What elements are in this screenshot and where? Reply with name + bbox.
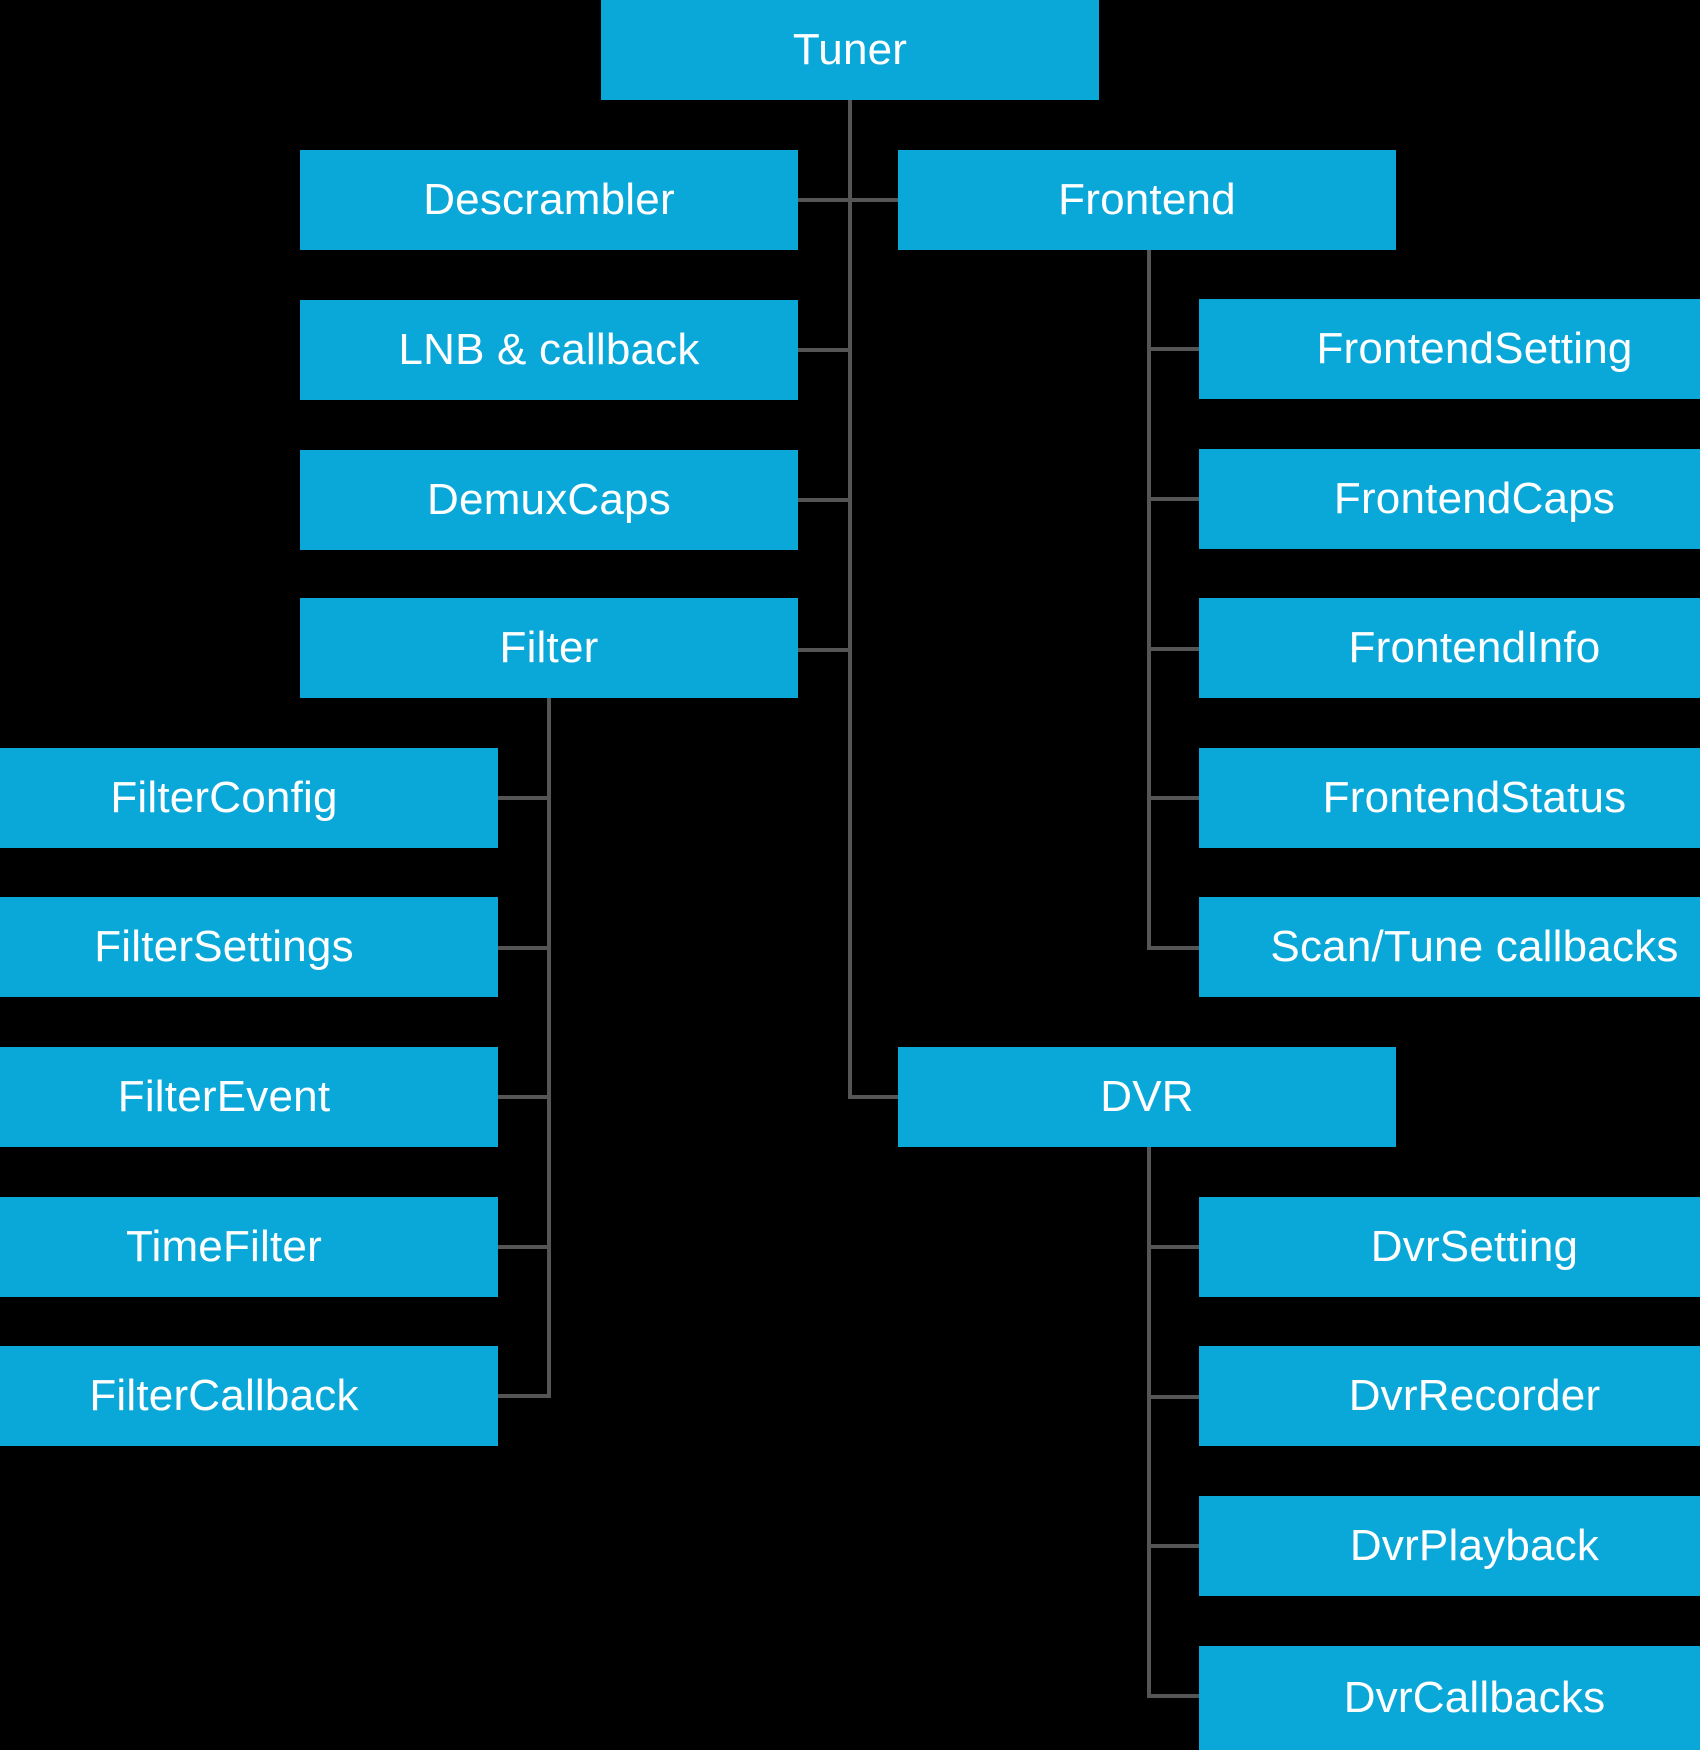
connector-dvr-dvrcallbacks (1147, 1694, 1203, 1698)
node-timefilter[interactable]: TimeFilter (0, 1197, 498, 1297)
connector-dvr-dvrplayback (1147, 1544, 1203, 1548)
connector-frontend-frontendcaps (1147, 497, 1203, 501)
connector-filter-filtersettings (497, 946, 551, 950)
connector-filter-timefilter (497, 1245, 551, 1249)
connector-tuner-lnb (798, 348, 850, 352)
node-frontend-label: Frontend (1058, 175, 1236, 224)
node-dvrsetting[interactable]: DvrSetting (1199, 1197, 1700, 1297)
node-filtersettings[interactable]: FilterSettings (0, 897, 498, 997)
connector-dvr-dvrrecorder (1147, 1395, 1203, 1399)
node-dvrrecorder[interactable]: DvrRecorder (1199, 1346, 1700, 1446)
node-scan-tune-callbacks[interactable]: Scan/Tune callbacks (1199, 897, 1700, 997)
node-frontendsetting[interactable]: FrontendSetting (1199, 299, 1700, 399)
node-filterconfig[interactable]: FilterConfig (0, 748, 498, 848)
node-frontendcaps-label: FrontendCaps (1333, 474, 1616, 523)
node-dvrcallbacks[interactable]: DvrCallbacks (1199, 1646, 1700, 1750)
node-dvrrecorder-label: DvrRecorder (1348, 1371, 1601, 1420)
node-dvrplayback-label: DvrPlayback (1349, 1521, 1600, 1570)
connector-tuner-trunk (848, 100, 852, 1099)
node-frontendcaps[interactable]: FrontendCaps (1199, 449, 1700, 549)
node-frontendinfo[interactable]: FrontendInfo (1199, 598, 1700, 698)
node-tuner-label: Tuner (792, 25, 908, 74)
connector-tuner-descrambler (798, 198, 850, 202)
node-dvrcallbacks-label: DvrCallbacks (1343, 1673, 1606, 1722)
connector-frontend-scantune (1147, 946, 1203, 950)
node-filter[interactable]: Filter (300, 598, 798, 698)
node-filtercallback[interactable]: FilterCallback (0, 1346, 498, 1446)
node-frontendinfo-label: FrontendInfo (1348, 623, 1601, 672)
node-descrambler[interactable]: Descrambler (300, 150, 798, 250)
connector-filter-filterevent (497, 1095, 551, 1099)
node-dvr-label: DVR (1100, 1072, 1194, 1121)
connector-tuner-frontend (848, 198, 902, 202)
node-filter-label: Filter (499, 623, 599, 672)
connector-tuner-demuxcaps (798, 498, 850, 502)
connector-filter-filtercallback (497, 1394, 551, 1398)
node-frontendstatus-label: FrontendStatus (1322, 773, 1627, 822)
connector-filter-trunk (547, 698, 551, 1398)
connector-dvr-trunk (1147, 1147, 1151, 1697)
node-filterevent[interactable]: FilterEvent (0, 1047, 498, 1147)
node-lnb-callback[interactable]: LNB & callback (300, 300, 798, 400)
connector-filter-filterconfig (497, 796, 551, 800)
connector-dvr-dvrsetting (1147, 1245, 1203, 1249)
node-descrambler-label: Descrambler (423, 175, 675, 224)
node-dvrplayback[interactable]: DvrPlayback (1199, 1496, 1700, 1596)
node-filterevent-label: FilterEvent (117, 1072, 331, 1121)
node-timefilter-label: TimeFilter (126, 1222, 322, 1271)
node-dvrsetting-label: DvrSetting (1370, 1222, 1579, 1271)
node-frontend[interactable]: Frontend (898, 150, 1396, 250)
connector-tuner-filter (798, 648, 850, 652)
node-frontendsetting-label: FrontendSetting (1316, 324, 1633, 373)
connector-frontend-frontendstatus (1147, 796, 1203, 800)
connector-frontend-frontendsetting (1147, 347, 1203, 351)
node-lnb-callback-label: LNB & callback (398, 325, 700, 374)
node-tuner[interactable]: Tuner (601, 0, 1099, 100)
node-frontendstatus[interactable]: FrontendStatus (1199, 748, 1700, 848)
node-filtercallback-label: FilterCallback (89, 1371, 359, 1420)
connector-frontend-frontendinfo (1147, 647, 1203, 651)
connector-tuner-dvr (848, 1095, 902, 1099)
node-demuxcaps[interactable]: DemuxCaps (300, 450, 798, 550)
node-dvr[interactable]: DVR (898, 1047, 1396, 1147)
node-demuxcaps-label: DemuxCaps (427, 475, 671, 524)
node-filtersettings-label: FilterSettings (94, 922, 354, 971)
node-filterconfig-label: FilterConfig (110, 773, 338, 822)
node-scan-tune-callbacks-label: Scan/Tune callbacks (1270, 922, 1679, 971)
connector-frontend-trunk (1147, 250, 1151, 948)
